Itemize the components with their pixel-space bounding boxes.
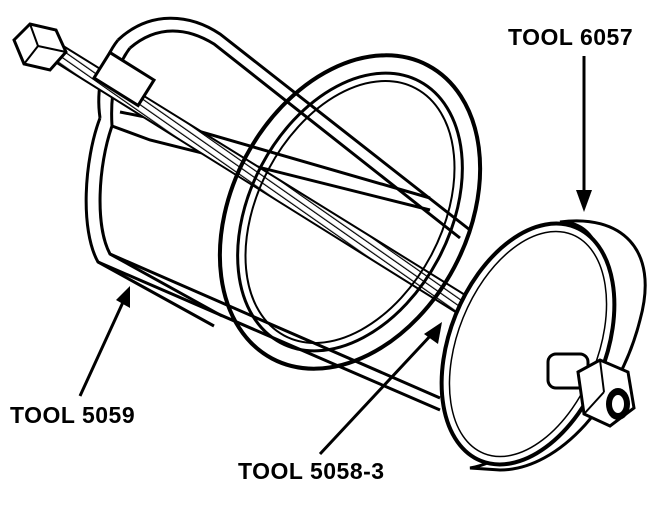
label-tool-5059: TOOL 5059 <box>10 402 136 428</box>
rod-hex-nut <box>12 22 68 72</box>
disc-center-nut <box>546 352 636 428</box>
tool-6057-disc <box>439 219 647 472</box>
rod-sleeve <box>91 50 157 108</box>
leader-arrow-5058-3 <box>318 322 442 456</box>
leader-arrow-6057 <box>576 56 592 212</box>
label-tool-5058-3: TOOL 5058-3 <box>238 458 385 484</box>
label-tool-6057: TOOL 6057 <box>508 24 634 50</box>
leader-arrow-5059 <box>78 286 130 397</box>
tool-5058-3-rod <box>12 22 472 318</box>
tool-5059-front-ring <box>217 53 483 371</box>
